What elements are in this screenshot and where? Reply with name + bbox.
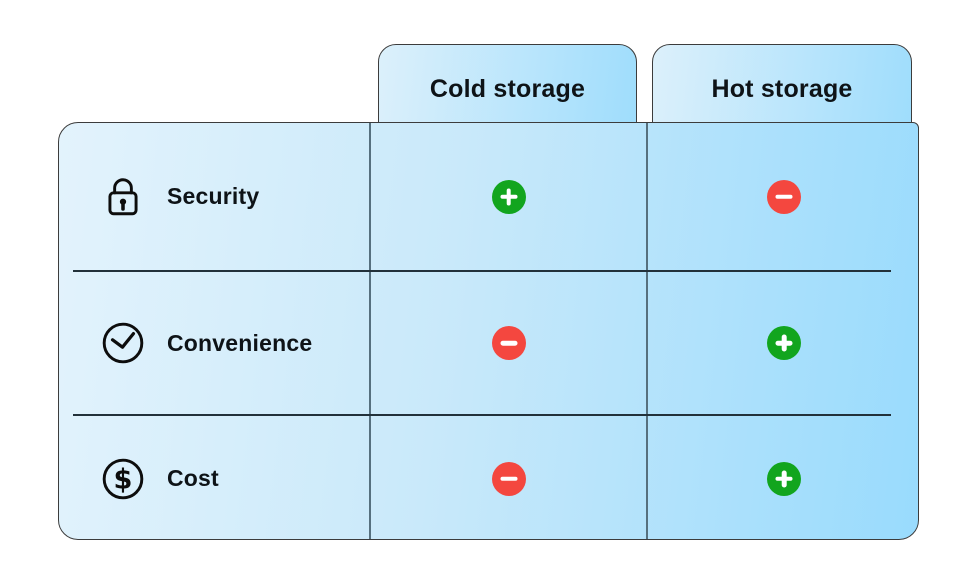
row-label-text: Convenience: [167, 329, 313, 356]
cell-cost-cold: [371, 416, 646, 541]
row-label-text: Security: [167, 183, 260, 209]
row-label-cost: $ Cost: [99, 416, 219, 541]
column-divider-2: [646, 123, 648, 539]
security-cold-badge: [491, 179, 526, 214]
table-row-cost: $ Cost: [59, 416, 918, 541]
security-hot-badge: [767, 179, 801, 214]
row-divider-1: [73, 270, 891, 272]
cell-cost-hot: [648, 416, 920, 541]
lock-icon: [99, 173, 147, 221]
cell-convenience-cold: [371, 272, 646, 414]
row-label-text: Cost: [167, 465, 219, 491]
cell-security-cold: [371, 123, 646, 270]
tab-hot-storage: Hot storage: [652, 44, 912, 123]
dollar-icon: $: [99, 455, 147, 503]
row-label-convenience: Convenience: [99, 272, 312, 414]
table-row-security: Security: [59, 123, 918, 270]
svg-text:$: $: [114, 464, 133, 495]
tab-hot-storage-label: Hot storage: [711, 75, 853, 103]
convenience-hot-badge: [767, 326, 801, 360]
comparison-table: Security Convenience: [58, 122, 919, 540]
row-divider-2: [73, 414, 891, 416]
row-label-security: Security: [99, 123, 259, 270]
convenience-cold-badge: [491, 326, 526, 360]
column-divider-1: [369, 123, 371, 539]
tab-cold-storage-label: Cold storage: [429, 75, 586, 103]
clock-icon: [99, 319, 147, 367]
cost-hot-badge: [767, 461, 801, 496]
cost-cold-badge: [491, 461, 526, 496]
tab-cold-storage: Cold storage: [378, 44, 637, 123]
cell-security-hot: [648, 123, 920, 270]
table-row-convenience: Convenience: [59, 272, 918, 414]
cell-convenience-hot: [648, 272, 920, 414]
